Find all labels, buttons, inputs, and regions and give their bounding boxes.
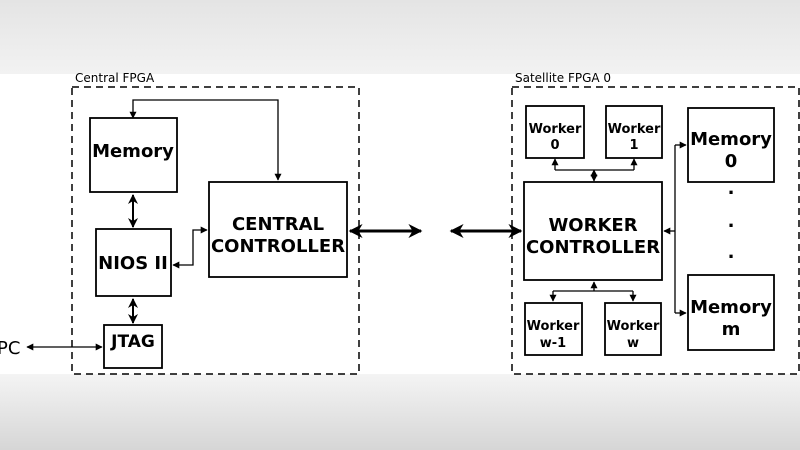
central-controller-label-2: CONTROLLER	[211, 236, 345, 257]
worker-1-label-1: Worker	[608, 122, 661, 137]
worker-0-label-2: 0	[550, 138, 559, 153]
pc-label: PC	[0, 338, 20, 359]
satellite-fpga-caption: Satellite FPGA 0	[515, 71, 611, 85]
memory-m-label-1: Memory	[690, 297, 772, 318]
central-controller-label-1: CENTRAL	[232, 214, 324, 235]
central-fpga-caption: Central FPGA	[75, 71, 155, 85]
jtag-box	[103, 324, 163, 369]
worker-0-label-1: Worker	[529, 122, 582, 137]
background-bottom	[0, 374, 800, 450]
nios-controller-arrow	[172, 226, 208, 269]
memory-0-box	[687, 107, 775, 183]
worker-controller-box	[523, 181, 663, 281]
ellipsis-dot-2: .	[728, 211, 735, 232]
central-memory-label: Memory	[92, 141, 174, 162]
worker-w-1-box	[524, 302, 583, 356]
memory-controller-arrow	[129, 99, 282, 181]
central-controller-box	[208, 181, 348, 278]
memory-0-label-2: 0	[725, 151, 738, 172]
worker-controller-label-2: CONTROLLER	[526, 237, 660, 258]
ellipsis-dot-3: .	[728, 242, 735, 263]
worker-w-1-label-1: Worker	[527, 319, 580, 334]
worker-w-1-label-2: w-1	[540, 336, 566, 351]
memory-0-label-1: Memory	[690, 129, 772, 150]
background-top	[0, 0, 800, 74]
worker-w-box	[604, 302, 662, 356]
ellipsis-dot-1: .	[728, 178, 735, 199]
jtag-label: JTAG	[110, 332, 155, 352]
nios-box	[95, 228, 172, 297]
worker-0-box	[525, 105, 585, 159]
worker-w-label-2: w	[627, 336, 639, 351]
worker-1-label-2: 1	[629, 138, 638, 153]
memory-m-box	[687, 274, 775, 351]
memory-m-label-2: m	[722, 319, 741, 340]
worker-1-box	[605, 105, 663, 159]
worker-controller-label-1: WORKER	[548, 215, 637, 236]
nios-label: NIOS II	[98, 253, 168, 274]
worker-w-label-1: Worker	[607, 319, 660, 334]
